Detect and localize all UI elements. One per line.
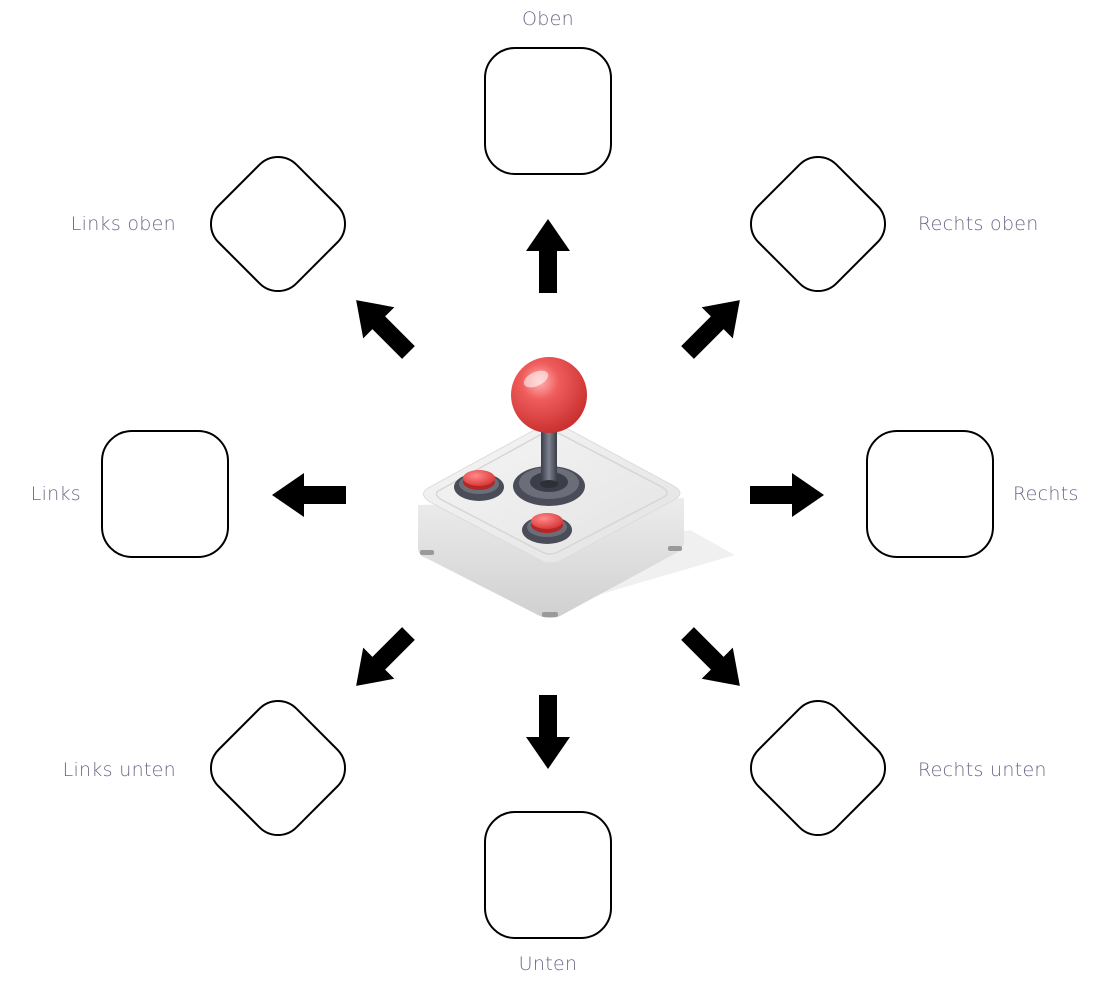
label-up-left: Links oben [70,213,176,235]
label-right: Rechts [1013,483,1079,505]
label-down-left: Links unten [62,759,176,781]
slot-box-down[interactable] [484,811,612,939]
slot-box-up-right[interactable] [740,146,896,302]
joystick-icon [418,357,735,618]
arrow-up-icon [526,219,570,293]
label-down: Unten [518,953,578,975]
slot-box-up[interactable] [484,47,612,175]
label-left: Links [30,483,81,505]
slot-box-down-left[interactable] [200,690,356,846]
arrow-left-icon [272,473,346,517]
label-up: Oben [522,8,574,30]
label-up-right: Rechts oben [918,213,1039,235]
slot-box-left[interactable] [101,430,229,558]
arrow-right-icon [750,473,824,517]
arrow-down-icon [526,695,570,769]
slot-box-down-right[interactable] [740,690,896,846]
arrow-up-left-icon [340,284,425,369]
arrow-up-right-icon [671,284,756,369]
arrow-down-right-icon [671,617,756,702]
arrow-down-left-icon [340,617,425,702]
label-down-right: Rechts unten [918,759,1047,781]
slot-box-up-left[interactable] [200,146,356,302]
slot-box-right[interactable] [866,430,994,558]
